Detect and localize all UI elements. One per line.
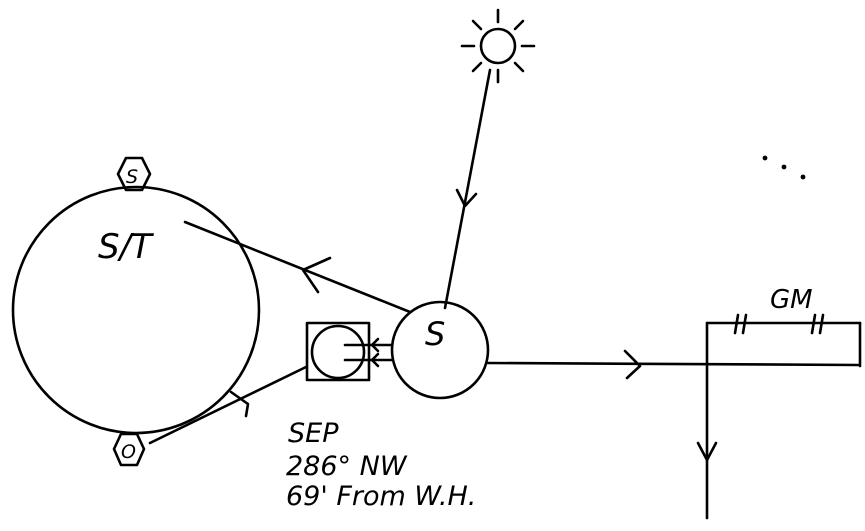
- arrow-right-icon: [229, 390, 250, 418]
- sep-title: SEP: [288, 418, 339, 449]
- gm-valve-marks-right: [810, 313, 825, 335]
- st-to-s-line: [183, 220, 412, 314]
- top-hexagon-label: S: [126, 166, 138, 188]
- sep-distance: 69' From W.H.: [286, 481, 476, 512]
- sep-arrow-icon: [370, 337, 380, 353]
- sep-arrow-icon-2: [370, 352, 380, 368]
- grease-meter-label: GM: [770, 285, 813, 315]
- sep-circle: [310, 324, 366, 380]
- top-hexagon: [116, 156, 152, 192]
- o-to-sep-line: [148, 365, 308, 445]
- arrow-down-icon: [455, 188, 478, 208]
- septic-tank-label: S/T: [98, 227, 154, 267]
- s-to-right-line: [486, 361, 860, 367]
- sun-icon: [460, 8, 536, 84]
- septic-tank-circle: [11, 185, 261, 435]
- distribution-label: S: [425, 315, 445, 353]
- arrow-down-icon-2: [696, 441, 718, 462]
- sun-to-s-line: [443, 68, 492, 310]
- arrow-left-icon: [301, 256, 332, 294]
- dots-mark: [762, 155, 806, 180]
- sep-box: [305, 321, 371, 382]
- sep-bearing: 286° NW: [286, 451, 408, 482]
- gm-valve-marks-left: [733, 313, 748, 335]
- arrow-right-icon-2: [623, 349, 642, 380]
- bottom-hexagon: [112, 432, 146, 467]
- bottom-hexagon-label: O: [121, 441, 136, 463]
- distribution-circle: [390, 300, 490, 400]
